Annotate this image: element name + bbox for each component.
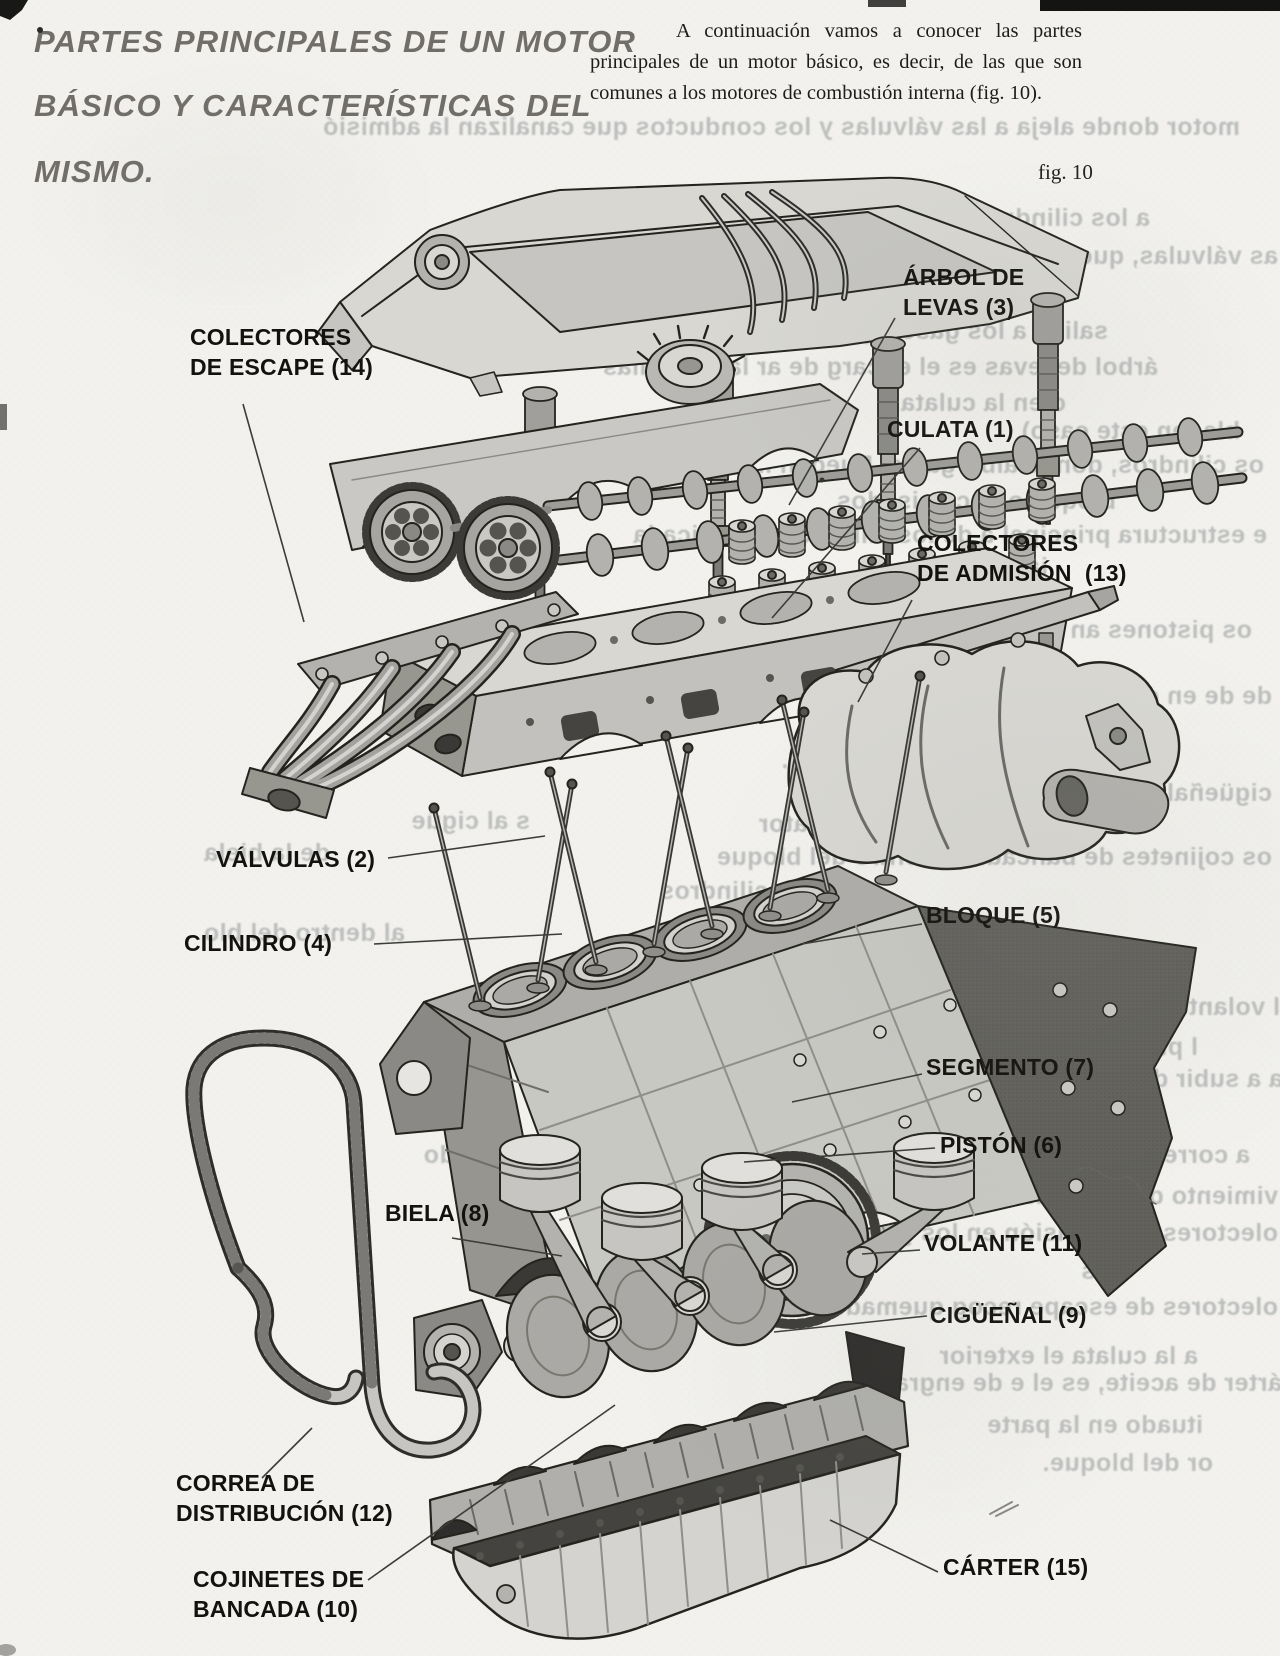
- leader-line-volante: [861, 1249, 921, 1255]
- diagram-label-text: CULATA (1): [887, 416, 1014, 442]
- diagram-label-ciguenal: CIGÜEÑAL (9): [930, 1300, 1087, 1330]
- diagram-label-text: CIGÜEÑAL (9): [930, 1302, 1087, 1328]
- diagram-label-text: VOLANTE (11): [924, 1230, 1083, 1256]
- diagram-label-text: DE ADMISIÓN (13): [917, 560, 1127, 586]
- leader-line-cilindro: [373, 933, 563, 945]
- diagram-label-cilindro: CILINDRO (4): [184, 928, 332, 958]
- engine-illustration: [185, 176, 1248, 1640]
- diagram-label-text: CÁRTER (15): [943, 1554, 1089, 1580]
- cam-sprocket-icon: [456, 496, 560, 600]
- leader-line-ciguenal: [773, 1315, 928, 1333]
- leader-line-valvulas: [387, 835, 546, 859]
- diagram-label-correa-distribucion: CORREA DE DISTRIBUCIÓN (12): [176, 1468, 393, 1528]
- diagram-label-valvulas: VÁLVULAS (2): [216, 844, 375, 874]
- diagram-label-piston: PISTÓN (6): [940, 1130, 1062, 1160]
- leader-line-segmento: [791, 1073, 923, 1103]
- valve-cover: [317, 176, 1089, 397]
- leader-line-cojinetes-bancada: [367, 1404, 616, 1581]
- bearing-ladder: [428, 1380, 910, 1564]
- leader-line-piston: [743, 1147, 936, 1163]
- ignition-wires: [699, 189, 849, 335]
- valves: [428, 670, 926, 1012]
- timing-belt: [185, 1029, 482, 1459]
- diagram-label-bloque: BLOQUE (5): [926, 900, 1061, 930]
- intake-manifold: [787, 585, 1181, 871]
- diagram-label-colectores-escape: COLECTORES DE ESCAPE (14): [190, 322, 373, 382]
- diagram-label-text: BLOQUE (5): [926, 902, 1061, 928]
- diagram-label-text: COLECTORES: [917, 530, 1079, 556]
- leader-line-biela: [451, 1237, 563, 1257]
- exhaust-manifold: [241, 591, 579, 819]
- diagram-label-text: PISTÓN (6): [940, 1132, 1063, 1158]
- diagram-label-segmento: SEGMENTO (7): [926, 1052, 1094, 1082]
- diagram-label-text: COJINETES DE: [193, 1566, 365, 1592]
- diagram-label-text: BIELA (8): [385, 1200, 490, 1226]
- diagram-label-text: COLECTORES: [190, 324, 352, 350]
- leader-lines: [242, 317, 939, 1581]
- diagram-label-colectores-admision: COLECTORES DE ADMISIÓN (13): [917, 528, 1127, 588]
- diagram-label-biela: BIELA (8): [385, 1198, 489, 1228]
- oil-pan: [452, 1435, 1019, 1640]
- diagram-label-text: LEVAS (3): [903, 294, 1015, 320]
- diagram-label-text: SEGMENTO (7): [926, 1054, 1095, 1080]
- diagram-label-arbol-de-levas: ÁRBOL DE LEVAS (3): [903, 262, 1024, 322]
- scan-squiggle: [1077, 1166, 1157, 1205]
- diagram-label-volante: VOLANTE (11): [924, 1228, 1082, 1258]
- leader-line-colectores-escape: [242, 403, 305, 623]
- diagram-label-text: VÁLVULAS (2): [216, 846, 376, 872]
- leader-line-arbol-de-levas: [788, 317, 896, 506]
- leader-line-carter: [829, 1519, 939, 1573]
- diagram-label-text: ÁRBOL DE: [903, 264, 1025, 290]
- leader-line-colectores-admision: [857, 599, 913, 703]
- diagram-label-culata: CULATA (1): [887, 414, 1014, 444]
- leader-line-correa-distribucion: [261, 1427, 313, 1479]
- leader-line-bloque: [801, 923, 923, 945]
- leader-line-culata: [771, 447, 921, 619]
- diagram-label-text: CILINDRO (4): [184, 930, 333, 956]
- diagram-label-text: DE ESCAPE (14): [190, 354, 374, 380]
- oil-filler-cap-icon: [636, 324, 746, 405]
- diagram-label-text: BANCADA (10): [193, 1596, 359, 1622]
- cylinder-head: [379, 547, 1073, 777]
- diagram-label-carter: CÁRTER (15): [943, 1552, 1088, 1582]
- camshafts: [362, 417, 1248, 600]
- diagram-label-cojinetes-bancada: COJINETES DE BANCADA (10): [193, 1564, 364, 1624]
- diagram-label-text: DISTRIBUCIÓN (12): [176, 1500, 393, 1526]
- diagram-label-text: CORREA DE: [176, 1470, 315, 1496]
